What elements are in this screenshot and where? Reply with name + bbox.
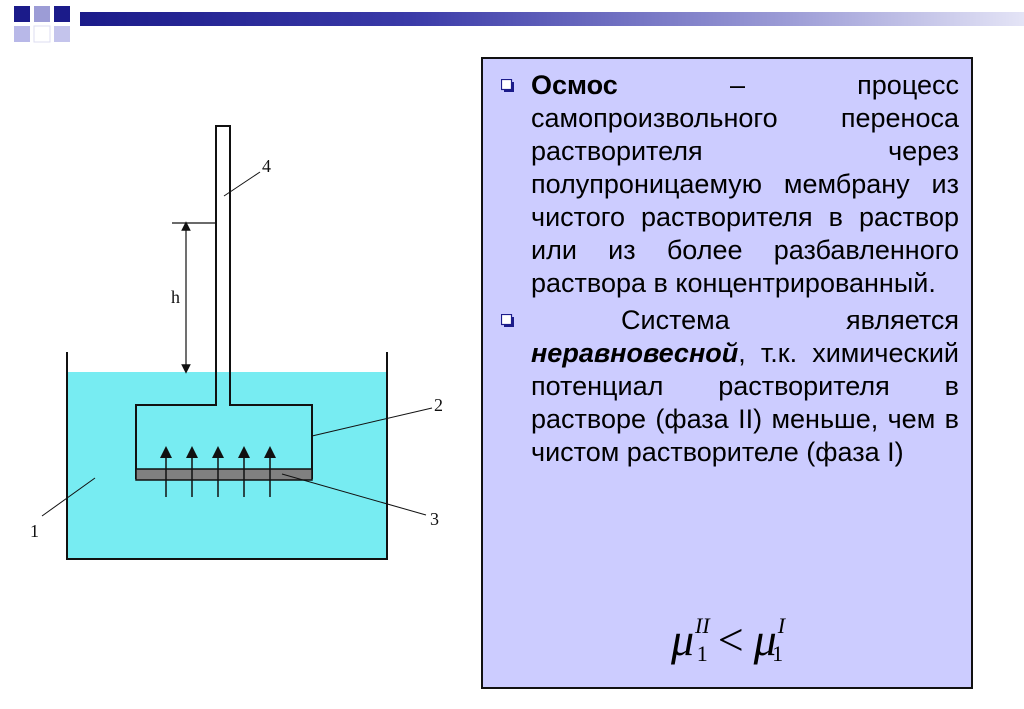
vessel-liquid (67, 372, 387, 559)
bullet-nonequilibrium: Система является неравновесной, т.к. хим… (495, 304, 959, 469)
term-osmosis: Осмос (531, 70, 618, 100)
corner-squares-logo (14, 6, 70, 43)
label-4: 4 (262, 156, 271, 176)
hollow-square-bullet-icon (501, 314, 514, 327)
osmosis-definition-text: – процесс самопроизвольного переноса рас… (531, 70, 959, 298)
formula-relation: < (717, 614, 744, 665)
leader-line-4 (223, 171, 261, 197)
formula-mu-right: μ (753, 614, 777, 665)
label-2: 2 (434, 395, 443, 415)
header-gradient-bar (80, 12, 1024, 26)
formula-left-subscript: 1 (696, 641, 708, 666)
hollow-square-bullet-icon (501, 79, 514, 92)
label-3: 3 (430, 509, 439, 529)
definition-text-box: Осмос – процесс самопроизвольного перено… (481, 57, 973, 689)
term-nonequilibrium: неравновесной (531, 338, 739, 368)
osmosis-apparatus-diagram: h 4 2 3 1 (30, 125, 443, 560)
formula-left-superscript: II (695, 613, 710, 638)
formula-right-superscript: I (777, 613, 786, 638)
label-1: 1 (30, 521, 39, 541)
nonequilibrium-intro: Система является (621, 305, 959, 335)
leader-line-1 (41, 477, 96, 517)
chemical-potential-inequality: μII1<μI1 (483, 613, 971, 667)
leader-line-3 (281, 473, 427, 516)
nonequilibrium-explanation: , т.к. химический потенциал растворителя… (531, 338, 959, 467)
leader-line-2 (311, 407, 433, 437)
osmotic-flow-arrows (160, 446, 276, 497)
height-dimension (172, 221, 216, 374)
formula-right-subscript: 1 (772, 641, 784, 666)
formula-mu-left: μ (670, 614, 695, 665)
bullet-osmosis-definition: Осмос – процесс самопроизвольного перено… (495, 69, 959, 300)
inner-cell-outline (135, 125, 313, 479)
membrane (135, 468, 313, 481)
label-h: h (171, 287, 180, 307)
vessel-wall (66, 352, 388, 560)
